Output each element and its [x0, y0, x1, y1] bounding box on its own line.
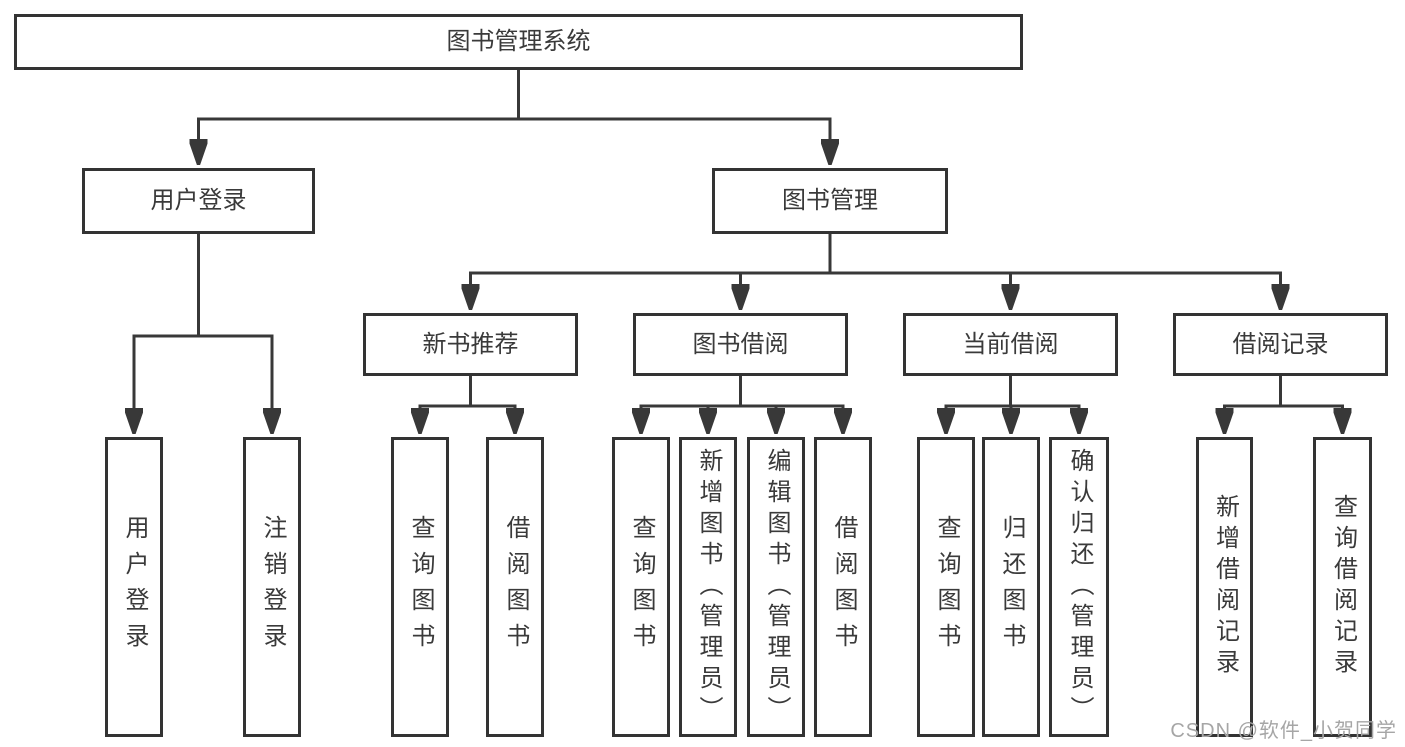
leaf-user-login: 用户登录: [105, 437, 163, 737]
csdn-watermark: CSDN @软件_小贺同学: [1170, 720, 1397, 742]
connector-borrow-records-branch: [1225, 376, 1343, 433]
connector-current-borrow-branch: [946, 376, 1079, 433]
leaf-br-add-borrow-record-label: 新增借阅记录: [1211, 494, 1239, 680]
leaf-nbr-borrow-books-label: 借阅图书: [502, 515, 529, 659]
node-borrow-records: 借阅记录: [1173, 313, 1388, 376]
leaf-br-query-borrow-record: 查询借阅记录: [1313, 437, 1372, 737]
node-book-borrow: 图书借阅: [633, 313, 848, 376]
leaf-bb-query-books-label: 查询图书: [628, 515, 655, 659]
leaf-bb-add-books-admin-label: 新增图书（管理员）: [695, 447, 722, 727]
leaf-user-login-label: 用户登录: [121, 515, 148, 659]
node-current-borrow: 当前借阅: [903, 313, 1118, 376]
leaf-cb-confirm-return-admin: 确认归还（管理员）: [1049, 437, 1109, 737]
leaf-br-query-borrow-record-label: 查询借阅记录: [1329, 494, 1357, 680]
leaf-cb-query-books: 查询图书: [917, 437, 975, 737]
node-root: 图书管理系统: [14, 14, 1023, 70]
leaf-cb-return-books: 归还图书: [982, 437, 1040, 737]
leaf-bb-borrow-books-label: 借阅图书: [830, 515, 857, 659]
leaf-bb-edit-books-admin: 编辑图书（管理员）: [747, 437, 805, 737]
leaf-nbr-query-books-label: 查询图书: [407, 515, 434, 659]
node-new-book-recommend: 新书推荐: [363, 313, 578, 376]
connector-new-book-recommend-branch: [420, 376, 515, 433]
leaf-nbr-query-books: 查询图书: [391, 437, 449, 737]
connector-book-borrow-branch: [641, 376, 843, 433]
leaf-cb-confirm-return-admin-label: 确认归还（管理员）: [1066, 447, 1093, 727]
leaf-bb-add-books-admin: 新增图书（管理员）: [679, 437, 737, 737]
leaf-bb-query-books: 查询图书: [612, 437, 670, 737]
connector-user-login-branch: [134, 233, 272, 433]
connector-root-to-level2: [199, 70, 831, 164]
leaf-logout-label: 注销登录: [259, 515, 286, 659]
leaf-bb-borrow-books: 借阅图书: [814, 437, 872, 737]
node-user-login: 用户登录: [82, 168, 315, 234]
leaf-bb-edit-books-admin-label: 编辑图书（管理员）: [763, 447, 790, 727]
leaf-br-add-borrow-record: 新增借阅记录: [1196, 437, 1253, 737]
leaf-nbr-borrow-books: 借阅图书: [486, 437, 544, 737]
leaf-cb-return-books-label: 归还图书: [998, 515, 1025, 659]
leaf-logout: 注销登录: [243, 437, 301, 737]
connector-book-management-branch: [471, 234, 1281, 309]
leaf-cb-query-books-label: 查询图书: [933, 515, 960, 659]
node-book-management: 图书管理: [712, 168, 948, 234]
